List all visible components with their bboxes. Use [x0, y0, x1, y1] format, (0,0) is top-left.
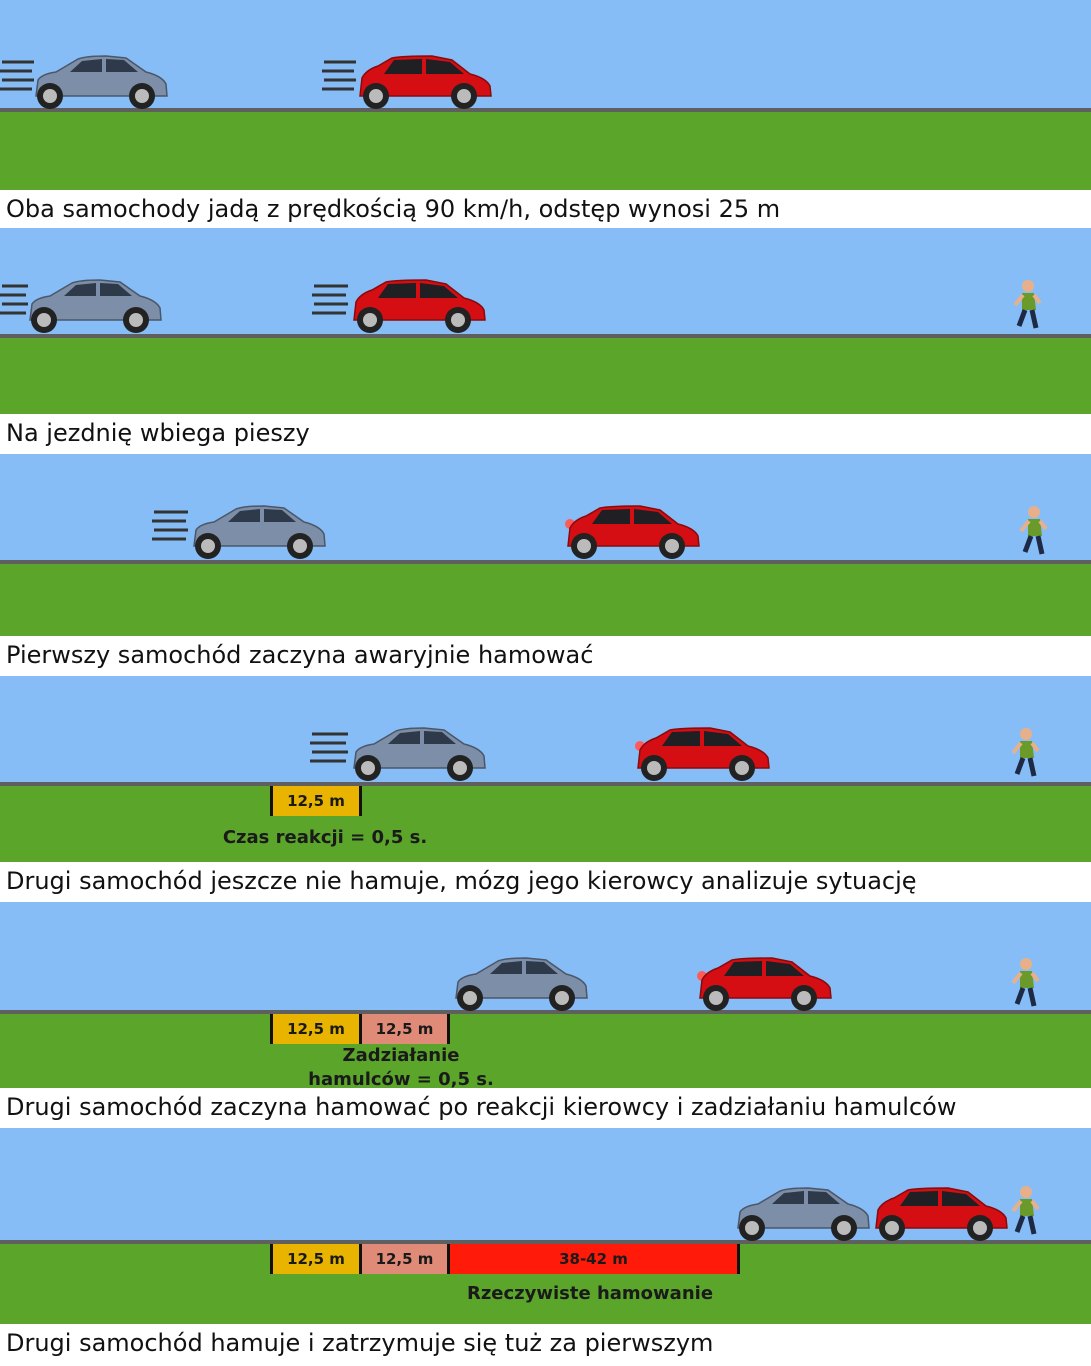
- red-car-icon: [699, 957, 832, 1011]
- speed-lines-icon: [0, 60, 34, 91]
- pedestrian-icon: [1013, 280, 1042, 329]
- scene-5: 12,5 m 12,5 m Zadziałanie hamulców = 0,5…: [0, 902, 1091, 1088]
- red-car-icon: [567, 505, 700, 559]
- reaction-distance-segment: 12,5 m: [270, 786, 362, 816]
- brake-delay-distance-segment: 12,5 m: [359, 1244, 450, 1274]
- red-car-icon: [875, 1187, 1008, 1241]
- brake-delay-label: Zadziałanie hamulców = 0,5 s.: [276, 1044, 526, 1088]
- scene-5-drawing: [0, 902, 1091, 1088]
- speed-lines-icon: [322, 60, 356, 91]
- reaction-time-label: Czas reakcji = 0,5 s.: [222, 827, 428, 848]
- braking-distance-segment: 38-42 m: [447, 1244, 740, 1274]
- panel-caption: Drugi samochód hamuje i zatrzymuje się t…: [0, 1324, 1091, 1362]
- blue-car-icon: [29, 279, 162, 333]
- speed-lines-icon: [0, 284, 28, 315]
- brake-delay-label-line2: hamulców = 0,5 s.: [308, 1069, 494, 1088]
- actual-braking-label: Rzeczywiste hamowanie: [466, 1283, 714, 1304]
- red-car-icon: [353, 279, 486, 333]
- brake-delay-distance-segment: 12,5 m: [359, 1014, 450, 1044]
- scene-2-drawing: [0, 228, 1091, 414]
- blue-car-icon: [455, 957, 588, 1011]
- scene-1: [0, 0, 1091, 190]
- brake-delay-label-line1: Zadziałanie: [342, 1045, 460, 1066]
- panel-caption: Na jezdnię wbiega pieszy: [0, 414, 1091, 452]
- scene-1-drawing: [0, 0, 1091, 190]
- panel-caption: Pierwszy samochód zaczyna awaryjnie hamo…: [0, 636, 1091, 674]
- scene-3-drawing: [0, 454, 1091, 636]
- scene-6: 12,5 m 12,5 m 38-42 m Rzeczywiste hamowa…: [0, 1128, 1091, 1324]
- panel-caption: Drugi samochód jeszcze nie hamuje, mózg …: [0, 862, 1091, 900]
- scene-3: [0, 454, 1091, 644]
- pedestrian-icon: [1019, 506, 1048, 555]
- blue-car-icon: [353, 727, 486, 781]
- reaction-distance-segment: 12,5 m: [270, 1244, 362, 1274]
- pedestrian-icon: [1011, 1186, 1040, 1235]
- scene-4-drawing: [0, 676, 1091, 862]
- blue-car-icon: [193, 505, 326, 559]
- scene-2: [0, 228, 1091, 418]
- scene-4: 12,5 m Czas reakcji = 0,5 s.: [0, 676, 1091, 862]
- panel-caption: Drugi samochód zaczyna hamować po reakcj…: [0, 1088, 1091, 1126]
- red-car-icon: [637, 727, 770, 781]
- speed-lines-icon: [310, 732, 348, 763]
- reaction-distance-segment: 12,5 m: [270, 1014, 362, 1044]
- panel-caption: Oba samochody jadą z prędkością 90 km/h,…: [0, 190, 1091, 228]
- speed-lines-icon: [312, 284, 348, 315]
- pedestrian-icon: [1011, 728, 1040, 777]
- speed-lines-icon: [152, 510, 188, 541]
- blue-car-icon: [737, 1187, 870, 1241]
- red-car-icon: [359, 55, 492, 109]
- blue-car-icon: [35, 55, 168, 109]
- pedestrian-icon: [1011, 958, 1040, 1007]
